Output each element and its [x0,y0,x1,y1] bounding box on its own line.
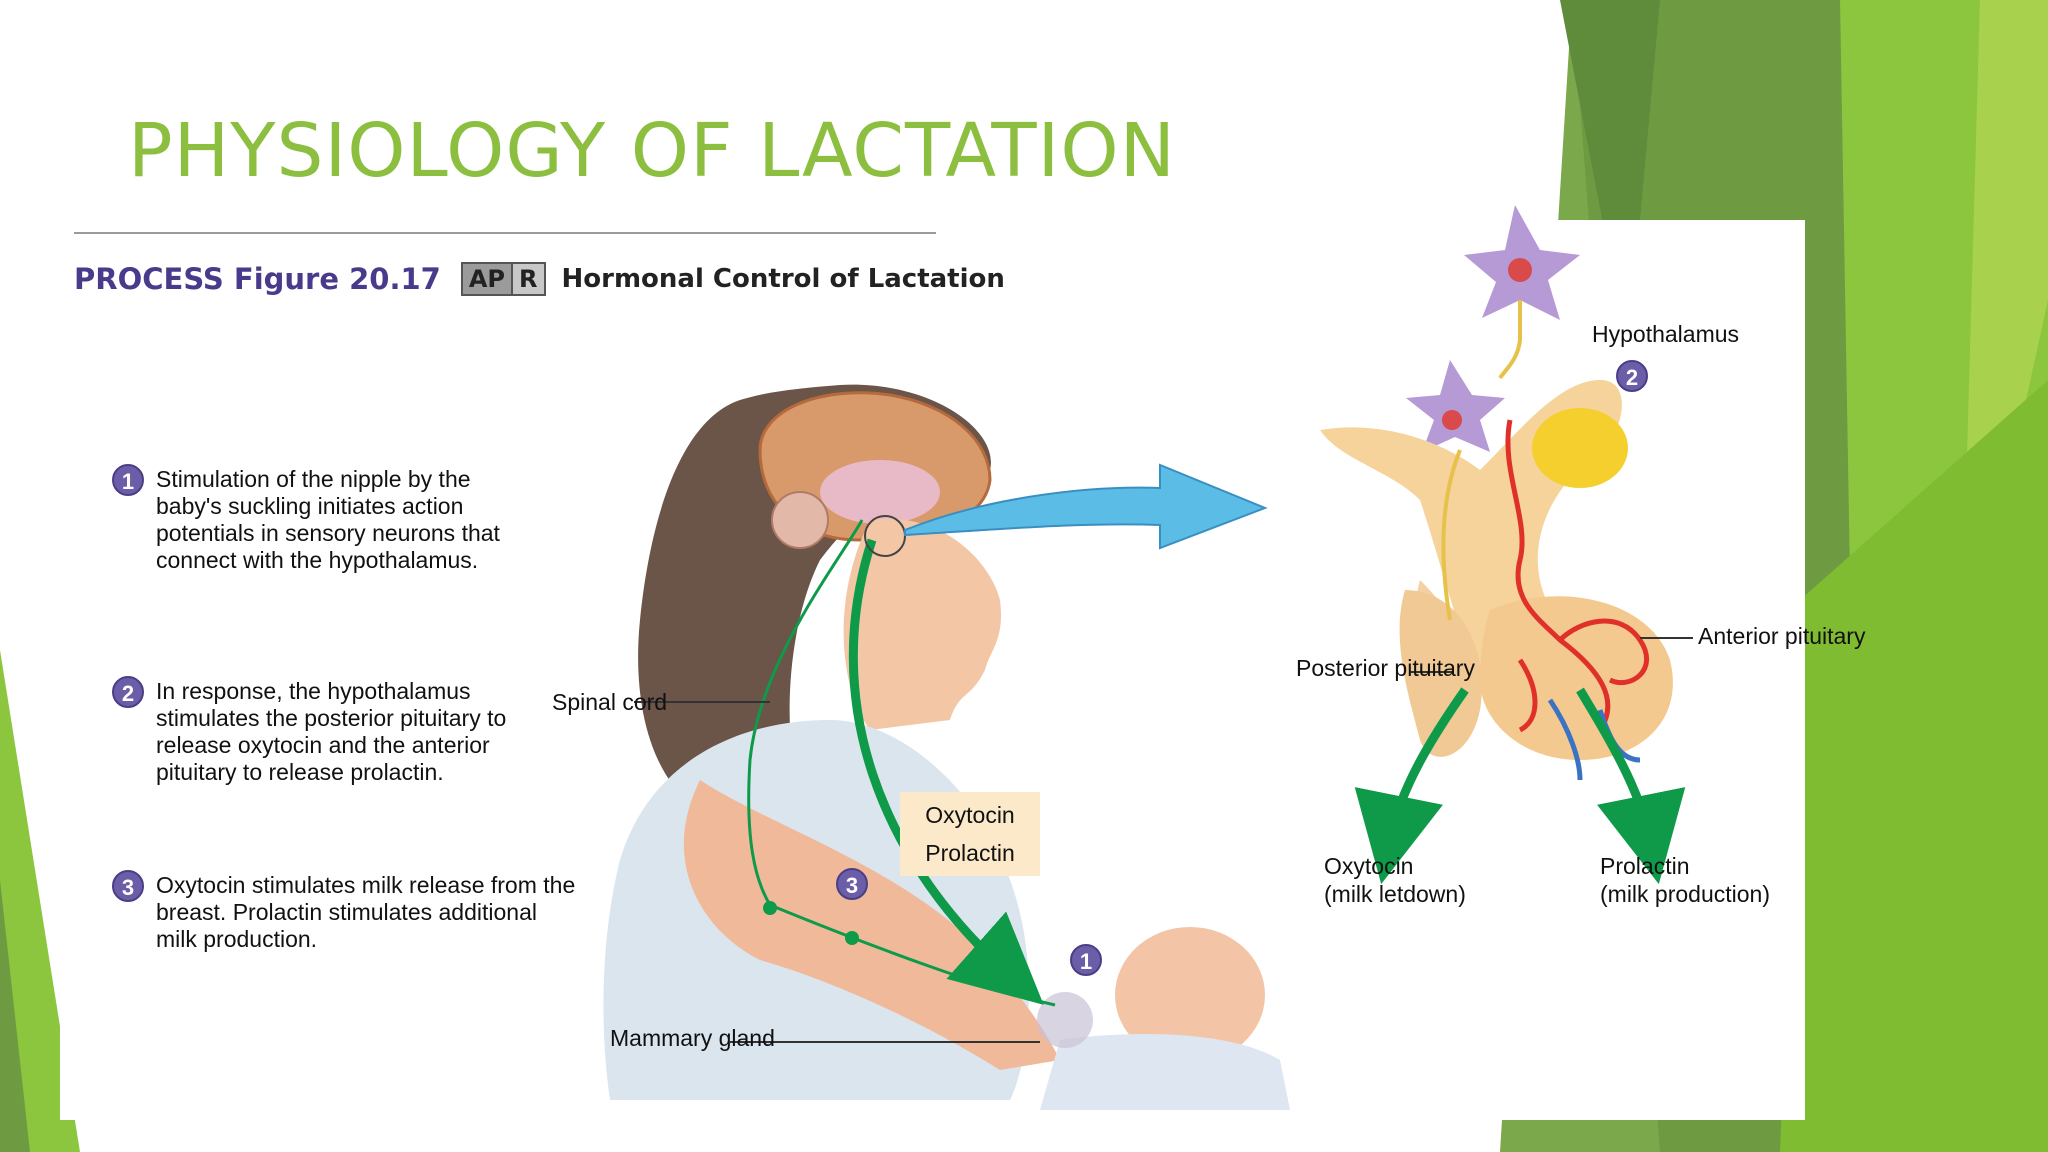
apr-badge-ap: AP [468,265,506,293]
step-number-badge: 3 [112,870,144,902]
label-spinal-cord: Spinal cord [552,689,668,715]
step-marker-3: 3 [836,868,868,900]
step-text: In response, the hypothalamus stimulates… [156,678,507,785]
label-posterior-pituitary: Posterior pituitary [1296,655,1475,681]
step-number-badge: 2 [112,676,144,708]
label-prolactin: Prolactin [925,840,1015,866]
step-2: 2 In response, the hypothalamus stimulat… [112,676,582,786]
hormone-label-box: Oxytocin Prolactin [900,792,1040,876]
step-marker-1: 1 [1070,944,1102,976]
step-1: 1 Stimulation of the nipple by the baby'… [112,464,582,574]
slide-title: PHYSIOLOGY OF LACTATION [128,108,1176,194]
label-prolactin-output: Prolactin (milk production) [1600,853,1770,907]
label-hypothalamus: Hypothalamus [1592,321,1740,347]
step-text: Oxytocin stimulates milk release from th… [156,872,576,952]
figure-header: PROCESS Figure 20.17 AP R Hormonal Contr… [74,262,1005,296]
label-mammary-gland: Mammary gland [610,1025,775,1051]
figure-panel [60,220,1805,1120]
process-figure-label: PROCESS Figure 20.17 [74,262,441,296]
label-anterior-pituitary: Anterior pituitary [1698,623,1866,649]
step-number-badge: 1 [112,464,144,496]
label-oxytocin-output: Oxytocin (milk letdown) [1324,853,1466,907]
step-marker-2: 2 [1616,360,1648,392]
title-divider [74,232,936,234]
step-3: 3 Oxytocin stimulates milk release from … [112,870,582,953]
figure-caption: Hormonal Control of Lactation [561,264,1005,294]
step-text: Stimulation of the nipple by the baby's … [156,466,500,573]
label-oxytocin: Oxytocin [925,802,1015,828]
apr-badge-r: R [511,264,544,294]
apr-badge: AP R [460,262,546,296]
